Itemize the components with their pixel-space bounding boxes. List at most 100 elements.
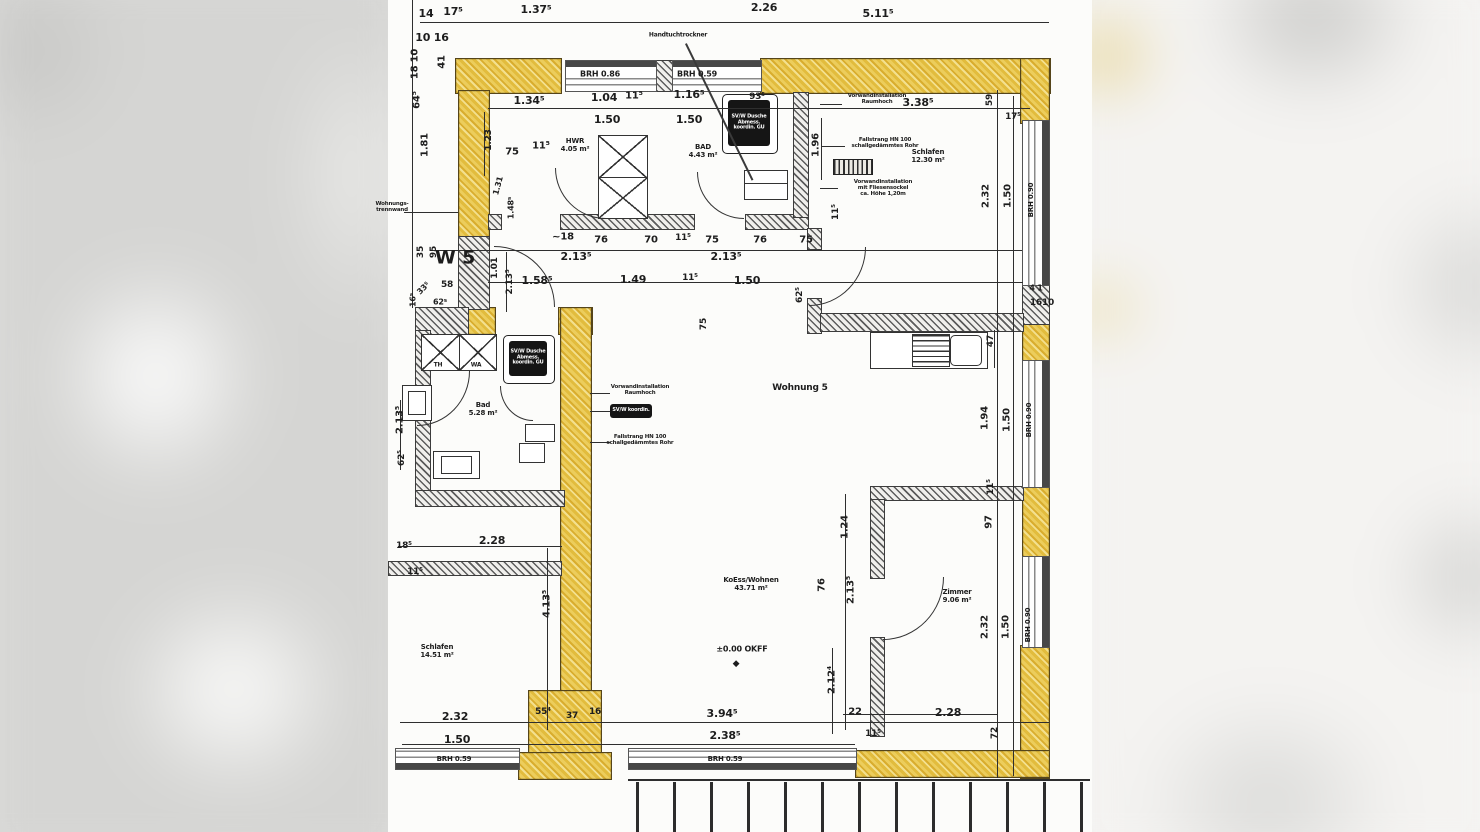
win-brh-090-a: BRH 0.90 <box>1027 182 1036 218</box>
dim-2-32-c: 2.32 <box>441 709 469 723</box>
room-zimmer: Zimmer 9.06 m² <box>942 588 972 604</box>
lbl-sv-mid: SV/W koordin. <box>612 407 650 414</box>
leader-fliesen <box>820 188 838 189</box>
dim-1-24: 1.24 <box>839 515 851 539</box>
dim-95: 95 <box>428 245 439 259</box>
dimline-top <box>420 22 1049 23</box>
lvl-okff: ±0.00 OKFF <box>716 644 768 654</box>
bath2-basin-inner <box>441 456 472 474</box>
dim-1-01: 1.01 <box>489 257 500 279</box>
dim-tilde-18: ~18 <box>552 231 574 243</box>
dim-16: 16 <box>588 706 602 717</box>
wall-right-jamb <box>1022 283 1050 325</box>
wall-zimmer-left-a <box>870 499 885 579</box>
leader-trennwand <box>404 212 458 213</box>
dim-2-28-b: 2.28 <box>934 705 962 719</box>
dim-1-31: 1.31 <box>491 175 505 197</box>
dim-16-5: 16⁵ <box>408 292 418 308</box>
railing-post <box>747 782 750 832</box>
stair-treads <box>912 334 950 367</box>
dim-4-1-right: 4 1 <box>1029 283 1043 293</box>
dimline-kitchen <box>843 714 998 715</box>
railing-post <box>636 782 639 832</box>
wall-bottom-t-column <box>528 690 602 756</box>
room-schlafen-bl: Schlafen 14.51 m² <box>420 643 454 659</box>
ann-vorwand-raumhoch-l: Vorwandinstallation Raumhoch <box>610 383 670 396</box>
leader-vorwand-l <box>590 393 610 394</box>
dim-2-28-l: 2.28 <box>478 533 506 547</box>
dim-47: 47 <box>985 334 996 348</box>
dimline-corridor-1 <box>430 250 1022 251</box>
dim-2-12-4: 2.12⁴ <box>826 665 838 695</box>
ann-vorwand-raumhoch-r: Vorwandinstallation Raumhoch <box>847 92 907 105</box>
railing-post <box>1006 782 1009 832</box>
room-koess: KoEss/Wohnen 43.71 m² <box>723 576 779 592</box>
label-box-bath2 <box>509 341 547 376</box>
dim-5-11-5: 5.11⁵ <box>862 6 894 20</box>
ann-vorwand-fliesen: Vorwandinstallation mit Fliesensockel ca… <box>853 178 913 198</box>
dim-75-a: 75 <box>505 146 519 158</box>
railing-post <box>821 782 824 832</box>
dim-37: 37 <box>565 710 579 721</box>
dim-1-48-5: 1.48⁵ <box>506 196 516 220</box>
dim-17-5-top: 17⁵ <box>443 4 463 18</box>
leader-vorwand-r <box>820 104 842 105</box>
dim-2-32-a: 2.32 <box>980 184 992 208</box>
dim-1-50-f: 1.50 <box>1000 615 1012 639</box>
dim-62-5-a: 62⁵ <box>794 287 805 303</box>
radiator-schlafen-tr <box>833 159 873 175</box>
win-brh-059-top: BRH 0.59 <box>677 69 717 79</box>
dim-11-5-a: 11⁵ <box>625 90 643 102</box>
dim-2-38-5: 2.38⁵ <box>709 728 741 742</box>
dim-1-04: 1.04 <box>590 90 618 104</box>
dim-2-13-5-a: 2.13⁵ <box>560 249 592 263</box>
dimline-mid-vert-2 <box>832 648 833 734</box>
dimline-196-vert <box>821 118 822 180</box>
dim-1-58-5: 1.58⁵ <box>521 273 553 287</box>
leader-box-mid <box>590 411 610 412</box>
dim-70: 70 <box>644 234 658 246</box>
dimline-corridor-2 <box>488 282 1023 283</box>
room-bad2: Bad 5.28 m² <box>468 401 498 417</box>
dim-11-5-h: 11⁵ <box>865 728 881 739</box>
balcony-rail-top <box>628 779 1090 781</box>
dimline-schlafen-bl <box>398 546 562 547</box>
dimline-upper-rooms <box>488 108 1030 109</box>
dimline-bottom-2 <box>402 744 855 745</box>
railing-post <box>858 782 861 832</box>
dim-64-5: 64⁵ <box>411 91 423 109</box>
dim-1-37-5: 1.37⁵ <box>520 2 552 16</box>
dim-2-26: 2.26 <box>750 0 778 14</box>
dim-76-b: 76 <box>753 234 767 246</box>
window-bottom-center <box>628 748 857 770</box>
dim-1-50-b: 1.50 <box>675 112 703 126</box>
dim-10-16: 10 16 <box>415 30 449 44</box>
dimline-left-vert <box>412 0 413 308</box>
room-schlafen-tr: Schlafen 12.30 m² <box>911 148 945 164</box>
wall-living-zimmer <box>870 486 1024 501</box>
bad-sink <box>744 170 788 200</box>
wall-zimmer-left-b <box>870 637 885 737</box>
dimline-right-vert-1 <box>997 90 998 778</box>
dim-62-5-b: 62⁵ <box>432 297 448 307</box>
window-bottom-left <box>395 748 520 770</box>
wall-exterior-bottom-right <box>855 750 1050 778</box>
shaft-th-label: TH <box>433 361 443 369</box>
dim-1-16-5: 1.16⁵ <box>673 87 705 101</box>
window-right-3 <box>1022 556 1050 648</box>
dim-58: 58 <box>440 279 454 290</box>
win-brh-090-b: BRH 0.90 <box>1025 402 1034 438</box>
dim-3-38-5: 3.38⁵ <box>902 95 934 109</box>
wall-bath2-bottom <box>415 490 565 507</box>
dim-17-5-tr: 17⁵ <box>1005 111 1021 122</box>
window-right-1 <box>1022 120 1050 286</box>
railing-post <box>1043 782 1046 832</box>
window-top-2 <box>672 60 762 92</box>
ann-trennwand: Wohnungs- trennwand <box>375 200 409 213</box>
win-brh-090-c: BRH 0.90 <box>1024 607 1033 643</box>
win-brh-059-bc: BRH 0.59 <box>707 755 743 764</box>
shaft-hwr-upper <box>598 135 648 179</box>
dim-75-c: 75 <box>799 234 813 246</box>
dim-1-50-c: 1.50 <box>1002 184 1014 208</box>
